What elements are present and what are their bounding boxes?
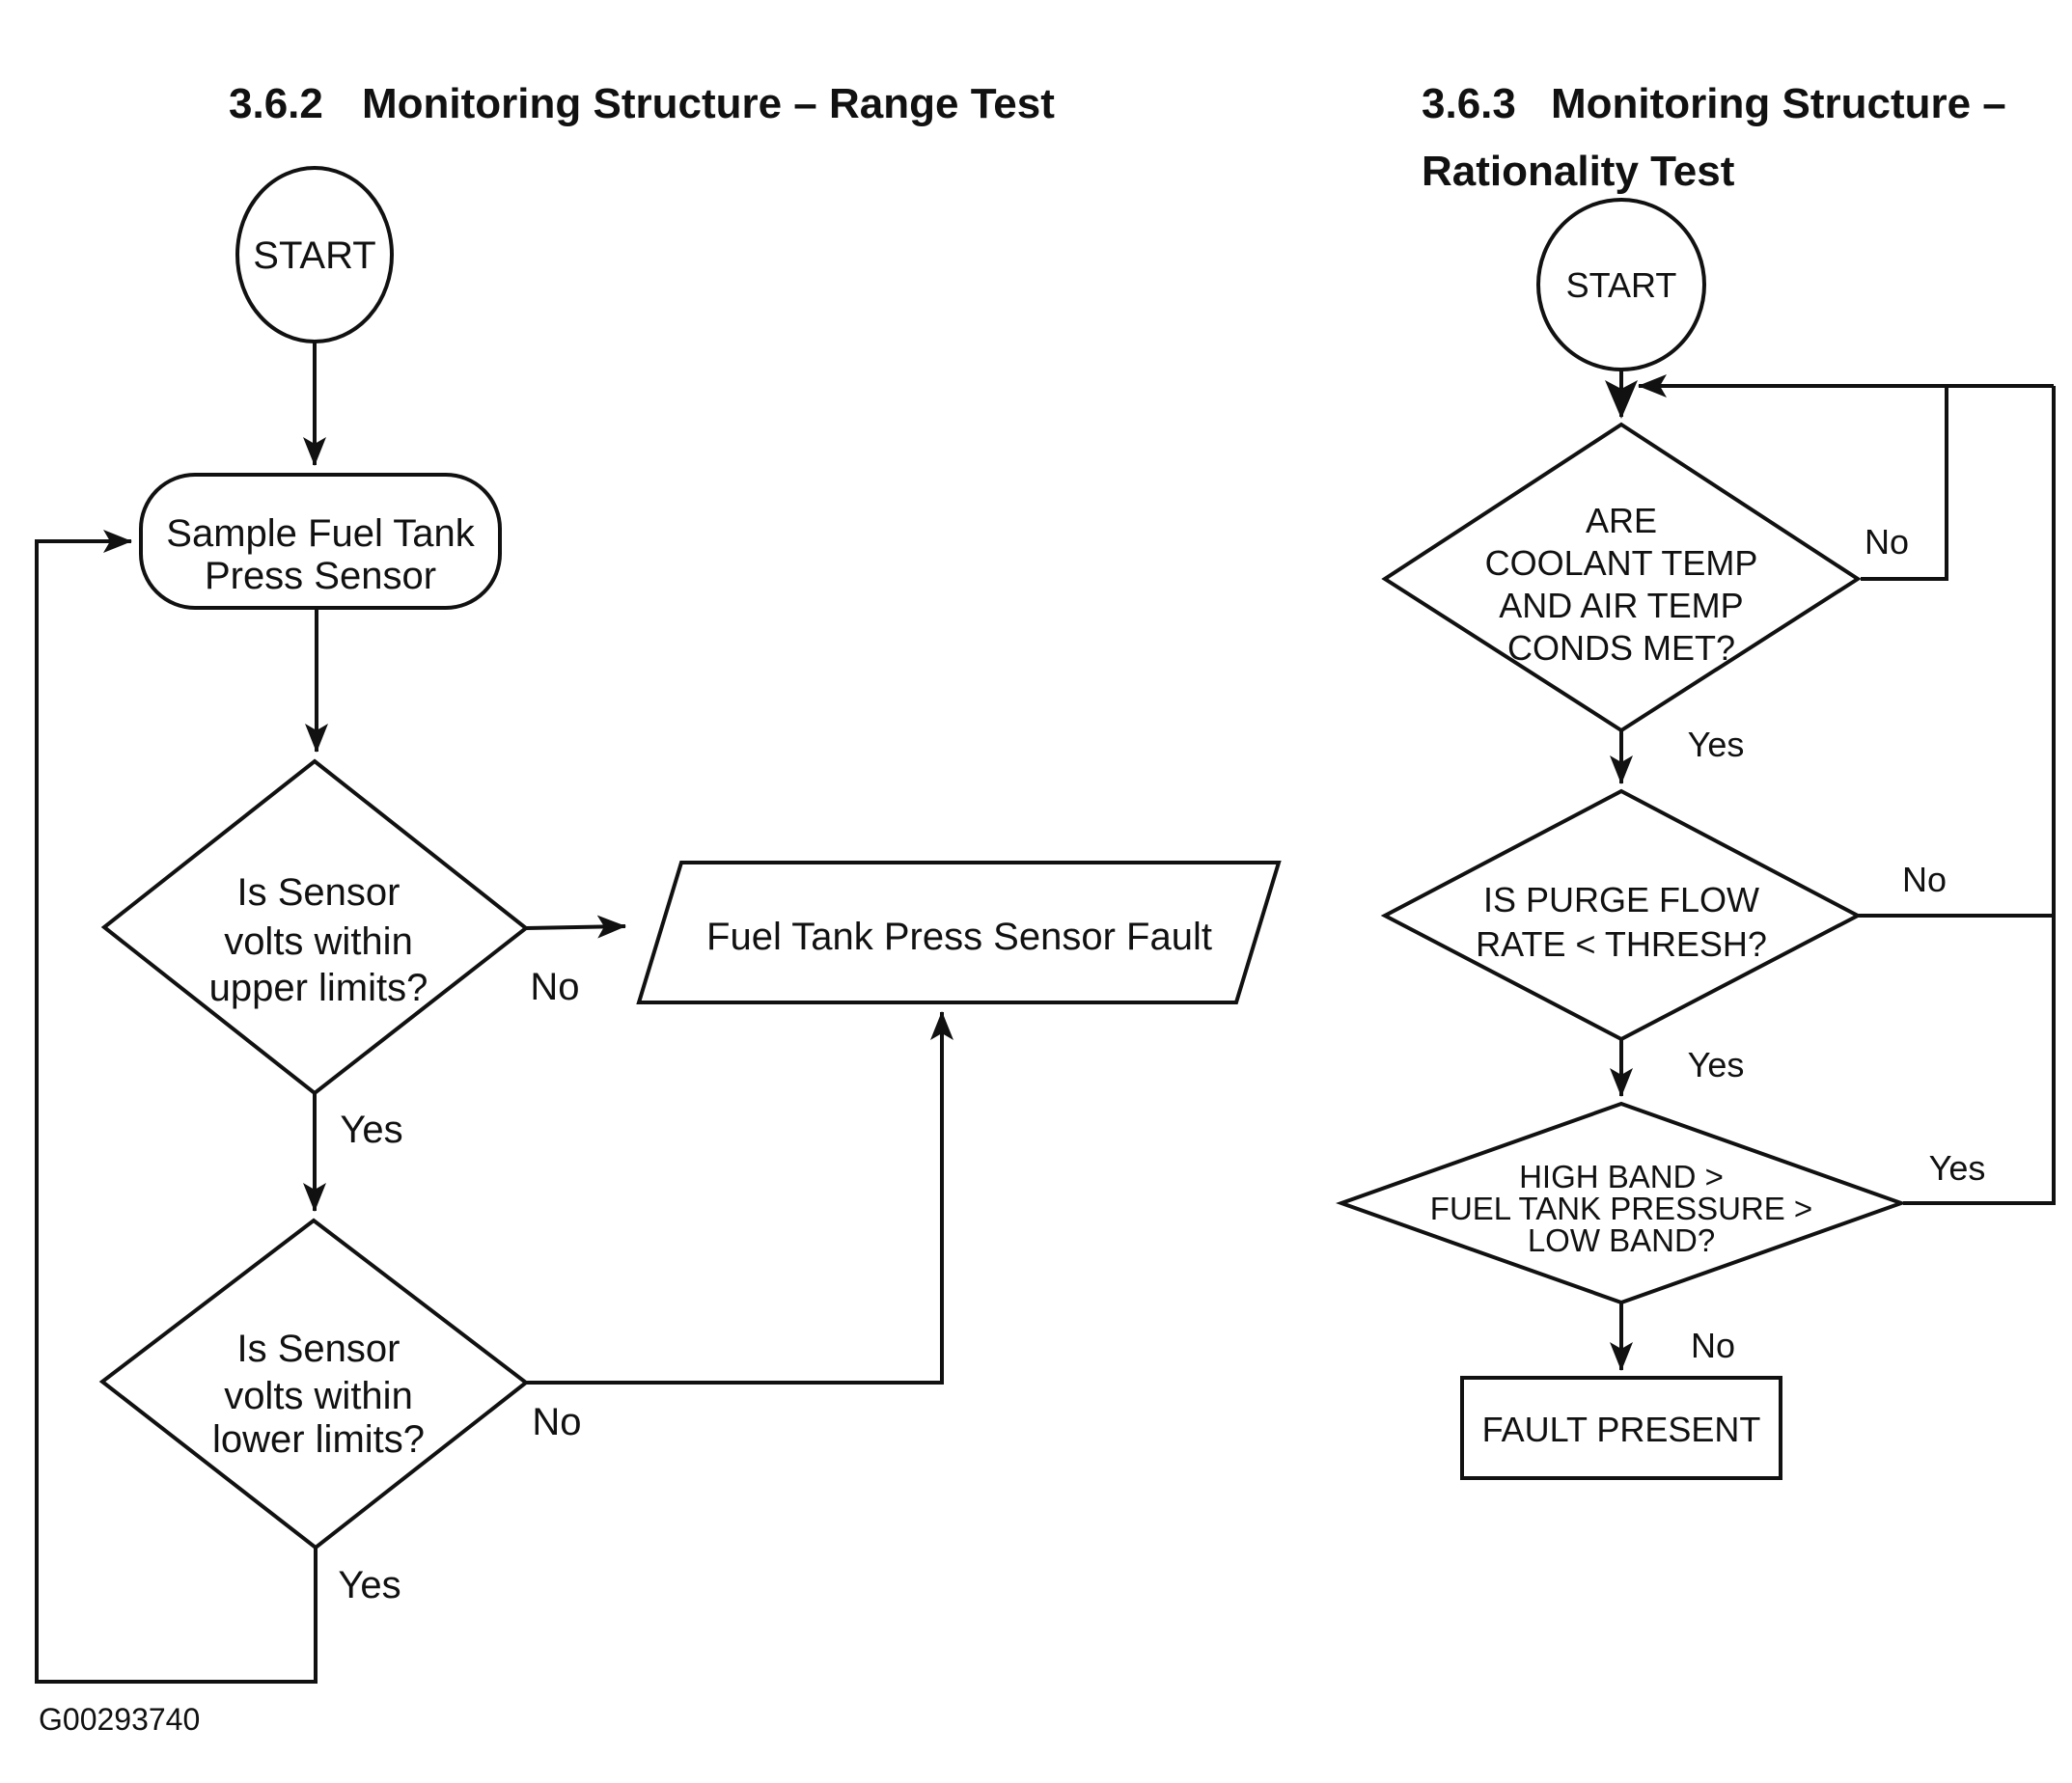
right-conds-line4: CONDS MET? <box>1507 628 1735 668</box>
right-fault-box <box>1460 1376 1782 1480</box>
right-band-yes-label: Yes <box>1929 1148 1986 1188</box>
rationality-test-chart: 3.6.3 Monitoring Structure – Rationality… <box>1336 80 2056 1480</box>
right-purge-line1: IS PURGE FLOW <box>1483 880 1759 919</box>
right-far-return-line <box>1903 386 2056 1205</box>
left-decision-lower-line3: lower limits? <box>212 1418 425 1461</box>
right-title-section: 3.6.3 <box>1422 80 1516 127</box>
left-process-line1: Sample Fuel Tank <box>166 512 475 555</box>
left-lower-no-label: No <box>532 1401 581 1443</box>
right-band-no-label: No <box>1691 1326 1735 1365</box>
right-conds-no-label: No <box>1865 522 1909 562</box>
right-title-line1: Monitoring Structure – <box>1551 80 2006 127</box>
right-no1-return-line <box>1861 386 1948 581</box>
figure-code: G00293740 <box>39 1702 200 1737</box>
left-fault-parallelogram <box>636 861 1282 1004</box>
left-decision-lower-line1: Is Sensor <box>237 1328 401 1370</box>
right-band-line2: FUEL TANK PRESSURE > <box>1430 1191 1812 1226</box>
right-title-line2: Rationality Test <box>1422 148 1735 195</box>
right-purge-yes-label: Yes <box>1688 1045 1745 1084</box>
left-arrow-lower-no <box>526 1011 953 1385</box>
left-decision-lower-line2: volts within <box>224 1375 413 1417</box>
right-band-line1: HIGH BAND > <box>1519 1159 1724 1194</box>
left-upper-no-label: No <box>530 966 579 1008</box>
left-loop-back-line <box>35 530 318 1684</box>
left-upper-yes-label: Yes <box>340 1109 402 1151</box>
left-process-box <box>139 473 502 610</box>
right-start-label: START <box>1566 265 1677 305</box>
left-arrow-upper-no <box>525 915 626 939</box>
right-conds-line1: ARE <box>1586 501 1657 540</box>
right-purge-line2: RATE < THRESH? <box>1476 924 1767 964</box>
left-decision-upper-line2: volts within <box>224 920 413 963</box>
right-conds-yes-label: Yes <box>1688 725 1745 764</box>
left-fault-label: Fuel Tank Press Sensor Fault <box>706 916 1212 958</box>
left-title: Monitoring Structure – Range Test <box>362 80 1055 127</box>
left-title-section: 3.6.2 <box>229 80 323 127</box>
right-conds-line2: COOLANT TEMP <box>1485 543 1758 583</box>
left-lower-yes-label: Yes <box>338 1564 401 1606</box>
right-fault-label: FAULT PRESENT <box>1482 1410 1761 1449</box>
left-decision-upper-line3: upper limits? <box>209 967 428 1009</box>
range-test-chart: 3.6.2 Monitoring Structure – Range Test … <box>35 80 1282 1737</box>
right-band-line3: LOW BAND? <box>1528 1222 1715 1258</box>
left-start-label: START <box>253 234 375 277</box>
left-process-line2: Press Sensor <box>205 555 436 597</box>
right-purge-no-label: No <box>1902 860 1947 899</box>
right-conds-line3: AND AIR TEMP <box>1499 586 1743 625</box>
left-decision-upper-line1: Is Sensor <box>237 871 401 914</box>
